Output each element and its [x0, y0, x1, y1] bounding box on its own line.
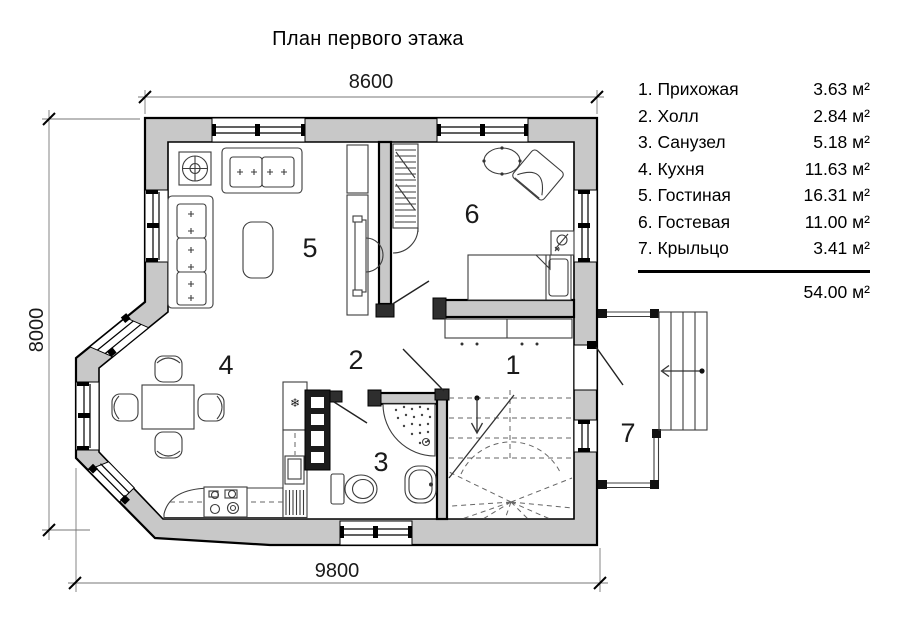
dining-chair	[111, 393, 139, 422]
stairs-direction-arrow	[470, 395, 484, 435]
bathroom-door-leaf	[333, 401, 368, 424]
bench	[444, 318, 573, 346]
legend-total-area: 54.00 м²	[803, 281, 870, 302]
fireplace	[178, 151, 212, 186]
window-bay-lower-diagonal	[87, 461, 135, 505]
dimension-left-value: 8000	[26, 308, 48, 353]
legend-room-area: 11.63 м²	[804, 158, 870, 179]
wall-living-guest	[377, 140, 393, 306]
window-right-upper	[573, 189, 598, 263]
room-label-1: 1	[505, 350, 520, 380]
doors	[328, 280, 624, 424]
dimension-top: 8600	[138, 71, 604, 114]
hall-stairs-door-leaf	[402, 348, 445, 392]
legend-room-name: 5. Гостиная	[638, 185, 731, 205]
legend-room-name: 7. Крыльцо	[638, 238, 729, 258]
porch	[598, 309, 708, 489]
bed	[467, 254, 572, 301]
legend-row: 2. Холл 2.84 м²	[638, 103, 870, 130]
oval-table	[482, 146, 522, 176]
porch-railing	[607, 311, 660, 489]
legend-row: 6. Гостевая 11.00 м²	[638, 209, 870, 236]
kitchen-furniture: ❄	[111, 355, 331, 519]
room-label-7: 7	[620, 418, 635, 448]
coffee-table	[242, 221, 274, 279]
room-labels: 1 2 3 4 5 6 7	[218, 199, 635, 477]
kitchen-sink	[284, 455, 305, 485]
shower-tray-dots	[394, 405, 432, 445]
wall-bath-top	[378, 391, 445, 406]
legend-room-name: 1. Прихожая	[638, 79, 739, 99]
legend-row: 7. Крыльцо 3.41 м²	[638, 235, 870, 262]
room-label-3: 3	[373, 447, 388, 477]
dining-chair	[154, 431, 183, 459]
dining-table	[141, 384, 195, 430]
sofa-two-seat	[221, 147, 303, 194]
kitchen-counter: ❄	[163, 381, 308, 519]
dimension-top-value: 8600	[349, 71, 394, 93]
legend-room-name: 3. Санузел	[638, 132, 726, 152]
fridge-icon: ❄	[290, 396, 300, 410]
living-room-furniture	[167, 144, 384, 316]
legend-room-name: 2. Холл	[638, 105, 699, 126]
guest-room-furniture	[392, 143, 575, 301]
legend-room-area: 11.00 м²	[804, 211, 870, 232]
stove	[203, 486, 248, 518]
legend-room-name: 4. Кухня	[638, 158, 705, 179]
staircase	[448, 390, 573, 520]
entry-door-leaf	[595, 346, 624, 386]
legend-row: 5. Гостиная 16.31 м²	[638, 182, 870, 209]
wardrobe	[392, 143, 419, 254]
dish-rack	[285, 490, 305, 515]
bathroom-fixtures	[330, 403, 437, 505]
legend-divider	[638, 269, 870, 273]
dimension-bottom-value: 9800	[315, 560, 360, 582]
page-title: План первого этажа	[272, 28, 464, 50]
room-label-6: 6	[464, 199, 479, 229]
room-legend: 1. Прихожая 3.63 м² 2. Холл 2.84 м² 3. Сан…	[638, 76, 870, 305]
legend-room-area: 16.31 м²	[803, 185, 870, 205]
wall-guest-hallway	[443, 298, 576, 319]
legend-row: 3. Санузел 5.18 м²	[638, 129, 870, 156]
legend-room-area: 5.18 м²	[813, 132, 870, 152]
sofa-three-seat	[167, 195, 214, 309]
entry-door-opening	[573, 341, 598, 391]
tv	[352, 215, 384, 297]
windows	[75, 117, 598, 546]
dimension-left: 8000	[26, 110, 140, 540]
legend-row: 4. Кухня 11.63 м²	[638, 156, 870, 183]
legend-row: 1. Прихожая 3.63 м²	[638, 76, 870, 103]
toilet	[330, 473, 378, 505]
window-bottom	[339, 520, 413, 546]
room-label-5: 5	[302, 233, 317, 263]
dining-chair	[197, 393, 225, 422]
legend-room-area: 3.63 м²	[813, 79, 870, 99]
plant	[550, 230, 575, 256]
window-right-lower	[573, 419, 598, 453]
shower	[382, 403, 436, 457]
window-top-right	[436, 117, 529, 143]
window-bay-left	[75, 381, 100, 451]
porch-steps	[658, 311, 708, 431]
legend-room-area: 2.84 м²	[813, 105, 870, 126]
armchair	[512, 149, 564, 201]
wall-bath-stairs	[435, 390, 449, 521]
window-top-left	[211, 117, 306, 143]
room-label-2: 2	[348, 345, 363, 375]
porch-posts	[598, 309, 661, 489]
appliance-column	[304, 389, 331, 471]
legend-room-name: 6. Гостевая	[638, 211, 731, 232]
tv-cabinet-upper	[346, 144, 369, 194]
legend-room-area: 3.41 м²	[813, 238, 870, 258]
hallway-and-stairs	[444, 318, 573, 520]
window-left-upper	[144, 189, 169, 263]
window-bay-upper-diagonal	[88, 313, 150, 358]
bathroom-sink	[404, 465, 437, 504]
room-label-4: 4	[218, 350, 233, 380]
dining-chair	[154, 355, 183, 383]
dimension-bottom: 9800	[68, 468, 608, 592]
guest-room-door-leaf	[390, 280, 430, 306]
